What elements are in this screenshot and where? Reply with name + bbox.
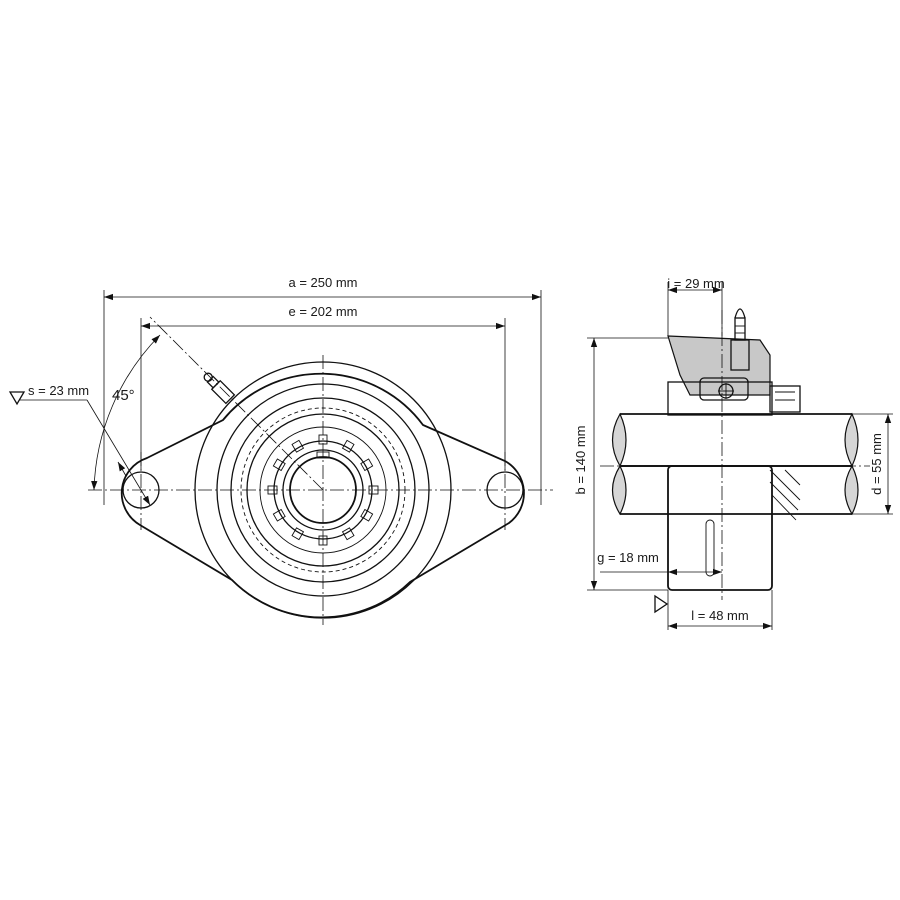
surface-symbol: [8, 391, 26, 406]
locking-tab: [272, 458, 286, 472]
flange-outline: [120, 372, 525, 619]
shaft-upper: [620, 413, 852, 467]
locking-tab: [272, 508, 286, 522]
dimension-i-label: i = 29 mm: [667, 276, 724, 291]
housing-flange-section: [667, 335, 771, 396]
dimension-s-leader: [86, 399, 151, 506]
locking-tab: [341, 439, 355, 453]
housing-lower: [667, 465, 773, 591]
locking-tab: [360, 508, 374, 522]
mounting-face-symbol: [654, 594, 669, 614]
locking-tab: [341, 527, 355, 541]
side-view: [587, 282, 893, 630]
diagonal-45-line: [149, 316, 324, 491]
locking-tab: [291, 527, 305, 541]
bearing-detail: [699, 377, 749, 401]
dimension-l-label: l = 48 mm: [691, 608, 748, 623]
grease-nipple-side: [730, 308, 750, 371]
shaft-break-left: [611, 412, 627, 516]
dimension-g-label: g = 18 mm: [597, 550, 659, 565]
bearing-body: [667, 381, 773, 416]
dimension-b-label: b = 140 mm: [573, 425, 588, 494]
shaft-lower: [620, 465, 852, 515]
dimension-e-label: e = 202 mm: [288, 304, 357, 319]
dimension-a-label: a = 250 mm: [288, 275, 357, 290]
locking-tab: [360, 458, 374, 472]
locking-tab: [291, 439, 305, 453]
shaft-break-right: [844, 412, 859, 516]
dimension-s-label: s = 23 mm: [28, 383, 89, 398]
angle-label: 45°: [112, 387, 135, 404]
locking-clip: [769, 385, 801, 413]
front-view: [8, 290, 553, 625]
dimension-d-label: d = 55 mm: [869, 433, 884, 495]
grease-nipple: [203, 372, 236, 405]
angle-arc: [91, 334, 161, 491]
